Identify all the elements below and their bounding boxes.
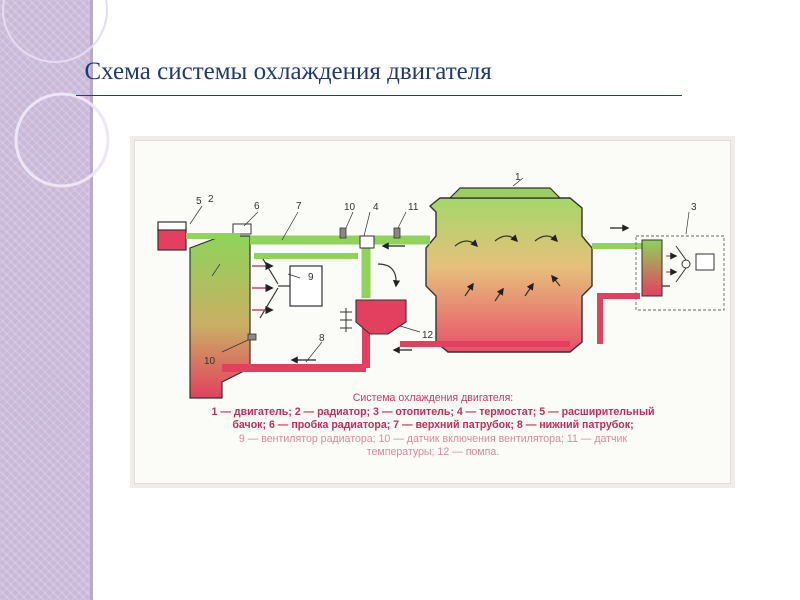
radiator xyxy=(189,223,252,399)
pump xyxy=(340,263,407,335)
lower-hose xyxy=(222,282,670,372)
caption-line-3: 9 — вентилятор радиатора; 10 — датчик вк… xyxy=(238,432,628,445)
label-upper-hose: 7 xyxy=(296,201,302,212)
label-heater: 3 xyxy=(691,202,697,213)
decorative-side-band xyxy=(0,0,90,600)
expansion-tank xyxy=(157,221,187,251)
thermostat xyxy=(359,235,375,249)
label-fan-sensor-top: 10 xyxy=(344,202,356,213)
caption-line-4: температуры; 12 — помпа. xyxy=(366,446,500,458)
cooling-system-figure: 1 2 3 4 5 6 7 8 9 10 10 11 12 Система ох… xyxy=(130,136,735,488)
label-radiator-cap: 6 xyxy=(254,201,260,212)
heater xyxy=(635,235,725,311)
title-underline xyxy=(76,95,682,96)
label-radiator: 2 xyxy=(208,194,214,205)
label-temp-sensor: 11 xyxy=(408,202,419,213)
label-expansion-tank: 5 xyxy=(196,196,202,207)
figure-caption: Система охлаждения двигателя: 1 — двигат… xyxy=(138,392,728,460)
leader-lines xyxy=(189,205,690,363)
engine xyxy=(425,177,593,353)
caption-line-2: бачок; 6 — пробка радиатора; 7 — верхний… xyxy=(232,419,634,431)
label-thermostat: 4 xyxy=(373,202,379,213)
label-engine: 1 xyxy=(515,172,521,183)
label-pump: 12 xyxy=(422,330,434,341)
decorative-circles xyxy=(2,0,110,188)
label-radiator-fan: 9 xyxy=(308,272,314,283)
cooling-system-diagram: 1 2 3 4 5 6 7 8 9 10 10 11 12 xyxy=(157,172,725,399)
label-lower-hose: 8 xyxy=(319,333,325,344)
upper-hose xyxy=(186,224,660,298)
slide-title: Схема системы охлаждения двигателя xyxy=(72,58,492,85)
caption-title: Система охлаждения двигателя: xyxy=(352,392,514,404)
caption-line-1: 1 — двигатель; 2 — радиатор; 3 — отопите… xyxy=(211,405,655,418)
label-fan-sensor: 10 xyxy=(204,356,216,367)
side-band-edge xyxy=(90,0,93,600)
temp-sensors xyxy=(247,227,401,341)
radiator-fan xyxy=(252,253,323,319)
